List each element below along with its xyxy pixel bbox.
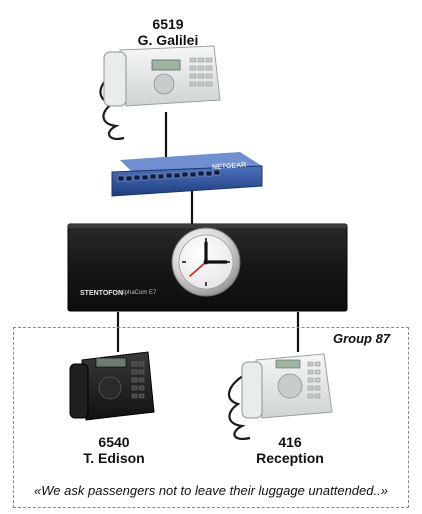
left-desk-station — [69, 351, 155, 421]
group-name: Group 87 — [333, 331, 391, 346]
server-top-edge — [68, 224, 347, 228]
left-station-name: T. Edison — [83, 450, 145, 466]
switch-ports — [117, 169, 221, 182]
right-desk-station — [228, 353, 333, 440]
server-model-text: alphaCom E7 — [120, 290, 157, 296]
group-container — [13, 327, 409, 508]
server-brand-text: STENTOFON — [80, 290, 124, 297]
right-station-speaker — [277, 373, 303, 399]
top-station-display — [151, 59, 181, 71]
right-station-handset — [241, 361, 263, 419]
left-station-handset — [69, 363, 89, 419]
top-station-keypad — [189, 57, 213, 87]
top-desk-station — [99, 45, 221, 140]
network-switch — [111, 152, 263, 197]
top-station-number: 6519 — [152, 16, 184, 32]
announcement-text: «We ask passengers not to leave their lu… — [34, 483, 388, 498]
connection-lines — [116, 112, 300, 352]
clock-second-hand — [189, 261, 207, 277]
clock-icon — [171, 227, 241, 297]
right-station-name: Reception — [256, 450, 324, 466]
top-station-name: G. Galilei — [137, 32, 199, 48]
left-station-speaker — [98, 376, 122, 400]
left-station-display — [95, 357, 127, 368]
switch-top-face — [120, 152, 262, 174]
top-station-handset — [103, 51, 127, 107]
top-station-cord — [99, 71, 125, 140]
right-station-cord — [228, 373, 251, 440]
right-station-keypad — [307, 361, 321, 399]
right-station-display — [275, 359, 301, 369]
top-station-speaker — [153, 73, 175, 95]
switch-front-face — [111, 165, 263, 197]
left-station-number: 6540 — [98, 434, 130, 450]
right-station-number: 416 — [278, 434, 302, 450]
server-exchange — [67, 223, 348, 312]
left-station-keypad — [131, 361, 145, 399]
